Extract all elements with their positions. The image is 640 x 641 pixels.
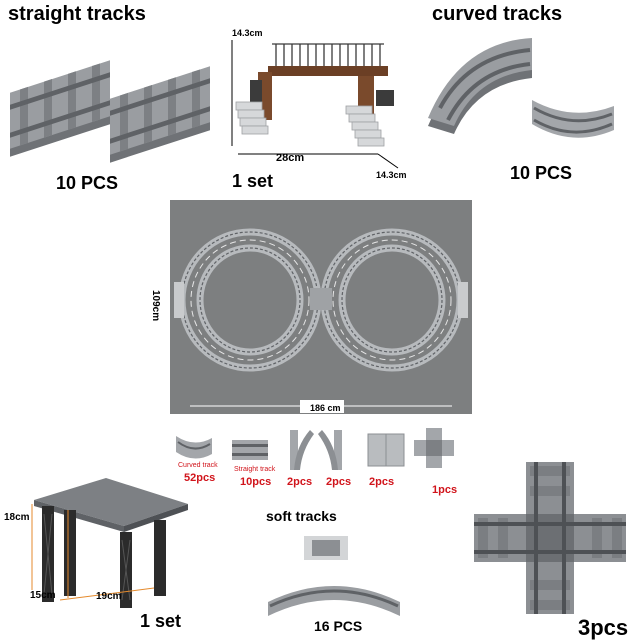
part-6-count: 1pcs [432,484,458,496]
station-image [31,478,188,608]
part-3-count: 2pcs [287,476,313,488]
bridge-quantity: 1 set [232,171,274,191]
bridge-image [231,40,399,169]
straight-tracks-quantity: 10 PCS [56,173,119,193]
part-plate-icon [367,433,405,467]
curved-tracks-title: curved tracks [432,3,563,25]
part-4-count: 2pcs [326,476,352,488]
soft-tracks-title: soft tracks [266,508,337,524]
soft-track-curve-icon [268,586,400,616]
part-crossing-icon [414,428,454,468]
bridge-height-label: 14.3cm [232,28,263,38]
part-5-count: 2pcs [369,476,395,488]
layout-height-label: 109cm [150,290,161,322]
crossing-quantity: 3pcs [578,615,629,640]
station-quantity: 1 set [140,611,182,631]
curved-tracks-quantity: 10 PCS [510,163,573,183]
part-1-label: Curved track [178,462,218,469]
part-1-count: 52pcs [184,472,216,484]
part-curved-track-icon [176,436,212,459]
bridge-width-label: 28cm [276,152,305,164]
part-straight-track-icon [232,440,268,460]
straight-tracks-title: straight tracks [8,3,146,25]
track-layout-mat [170,200,472,414]
station-width-label: 19cm [96,591,122,602]
crossing-track-image [474,462,626,614]
part-2-count: 10pcs [240,476,272,488]
station-height-label: 18cm [4,512,30,523]
part-switch-right-icon [318,430,342,470]
bridge-depth-label: 14.3cm [376,170,407,180]
curved-tracks-stack [428,38,532,134]
station-depth-label: 15cm [30,590,56,601]
straight-tracks-stack-2 [110,66,210,163]
layout-width-label: 186 cm [310,403,341,413]
part-2-label: Straight track [234,466,276,473]
soft-tracks-quantity: 16 PCS [314,618,363,634]
soft-track-piece-icon [304,536,348,560]
straight-tracks-stack-1 [10,60,110,157]
curved-track-single [532,100,614,138]
part-switch-left-icon [290,430,314,470]
